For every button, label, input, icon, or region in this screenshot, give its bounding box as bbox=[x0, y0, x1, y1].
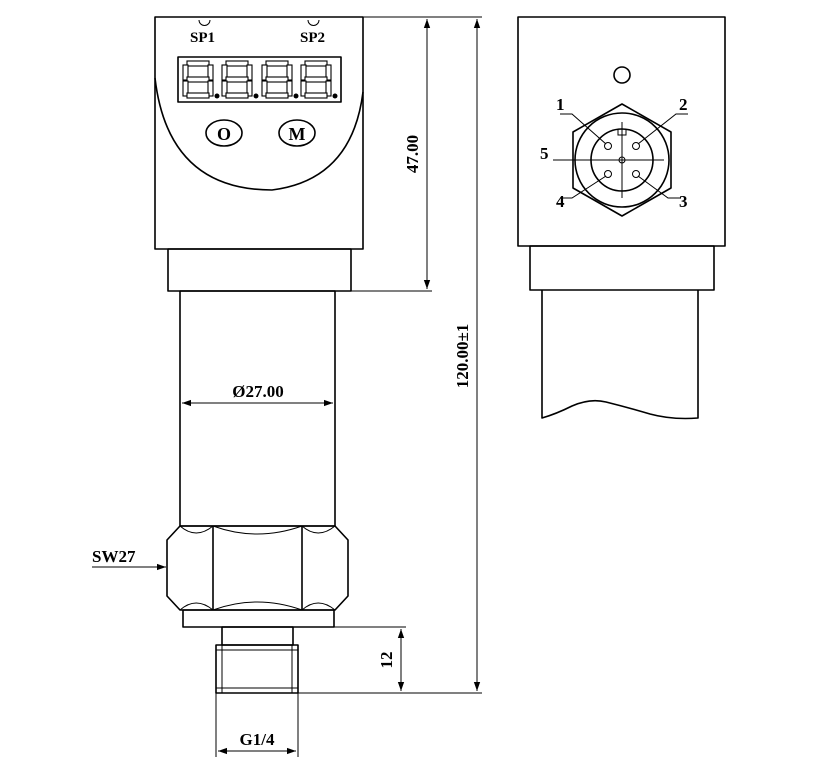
thread bbox=[215, 644, 299, 694]
sp1-label: SP1 bbox=[190, 30, 215, 46]
hex-nut bbox=[166, 525, 349, 611]
dim-height-top: 47.00 bbox=[403, 135, 422, 173]
washer bbox=[182, 609, 335, 628]
pin-3-label: 3 bbox=[679, 192, 688, 211]
connector-hex bbox=[572, 103, 672, 217]
digit-1 bbox=[182, 60, 220, 99]
front-view: SP1 SP2 bbox=[92, 16, 482, 757]
display-window bbox=[177, 56, 342, 103]
display-face-curve bbox=[154, 77, 364, 191]
dim-total-height: 120.00±1 bbox=[453, 324, 472, 389]
side-neck-collar bbox=[529, 245, 715, 291]
sp2-led-icon bbox=[307, 19, 320, 26]
pin-1 bbox=[604, 142, 612, 150]
pin-2 bbox=[632, 142, 640, 150]
seven-segment-display bbox=[177, 56, 342, 103]
button-o bbox=[205, 119, 243, 147]
pin-5 bbox=[618, 156, 626, 164]
dim-thread-length: 12 bbox=[377, 652, 396, 669]
button-m-label: M bbox=[289, 124, 306, 144]
dim-wrench-size: SW27 bbox=[92, 547, 136, 566]
digit-3 bbox=[261, 60, 299, 99]
digit-4 bbox=[300, 60, 338, 99]
body-tube bbox=[179, 290, 336, 527]
digit-2 bbox=[221, 60, 259, 99]
indicator-hole bbox=[613, 66, 631, 84]
thread-neck bbox=[221, 626, 294, 646]
button-o-label: O bbox=[217, 124, 231, 144]
display-housing bbox=[154, 16, 364, 250]
sp2-label: SP2 bbox=[300, 30, 325, 46]
side-body-broken bbox=[541, 290, 699, 420]
button-m bbox=[278, 119, 316, 147]
pin-5-label: 5 bbox=[540, 144, 549, 163]
neck-collar bbox=[167, 248, 352, 292]
pin-3 bbox=[632, 170, 640, 178]
pin-4 bbox=[604, 170, 612, 178]
side-view: 1 2 3 4 5 bbox=[517, 16, 726, 420]
pin-4-label: 4 bbox=[556, 192, 565, 211]
dim-diameter: Ø27.00 bbox=[232, 382, 283, 401]
dim-thread: G1/4 bbox=[240, 730, 275, 749]
sp1-led-icon bbox=[198, 19, 211, 26]
pin-1-label: 1 bbox=[556, 95, 565, 114]
pin-2-label: 2 bbox=[679, 95, 688, 114]
